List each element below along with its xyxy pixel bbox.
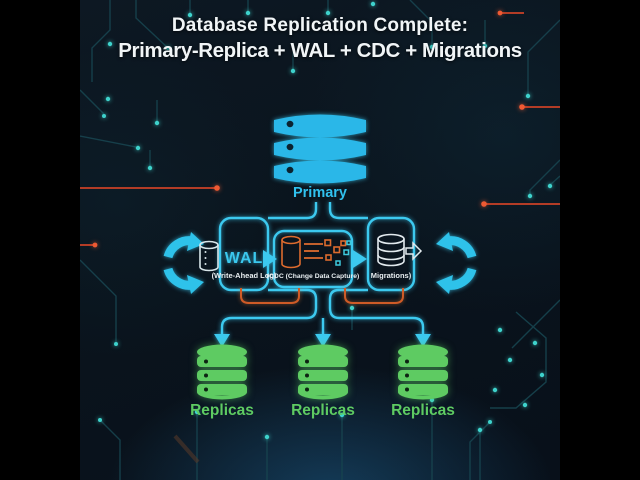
replica-label-1: Replicas (190, 402, 254, 419)
flow-connectors (218, 202, 425, 335)
change-data-capture-icon (281, 235, 352, 269)
rust-streak (173, 434, 200, 464)
letterbox-left (0, 0, 80, 480)
orange-brackets (240, 288, 404, 304)
replica-database-icon (398, 344, 448, 400)
migrations-box (366, 216, 416, 292)
replica-database-icon (197, 344, 247, 400)
wal-title: WAL (225, 250, 264, 267)
primary-label: Primary (293, 185, 347, 201)
circuit-node-dots (98, 1, 553, 440)
flow-arrow-icon (353, 250, 367, 268)
database-arrow-icon (377, 233, 423, 267)
circuit-background (80, 0, 560, 480)
replication-diagram: Primary (163, 114, 477, 419)
cdc-caption: (CDC (Change Data Capture) (267, 273, 360, 280)
database-stack-icon (274, 114, 366, 184)
down-arrowheads (214, 250, 431, 347)
flow-arrow-icon (263, 250, 277, 268)
red-trace-dots (92, 10, 525, 248)
title-block: Database Replication Complete: Primary-R… (80, 14, 560, 63)
title-line-2: Primary-Replica + WAL + CDC + Migrations (118, 38, 522, 62)
replica-label-2: Replicas (291, 402, 355, 419)
log-cylinder-icon (199, 240, 219, 272)
red-trace-lines (80, 12, 560, 246)
migrations-caption: Migrations) (371, 271, 412, 280)
wal-caption: (Write-Ahead Log) (212, 271, 277, 280)
title-line-1: Database Replication Complete: (171, 15, 469, 36)
replica-label-3: Replicas (391, 402, 455, 419)
letterbox-right (560, 0, 640, 480)
thumbnail-stage: Database Replication Complete: Primary-R… (80, 0, 560, 480)
sync-arrow-right-icon (436, 232, 477, 294)
replica-database-icon (298, 344, 348, 400)
sync-arrow-left-icon (163, 232, 204, 294)
